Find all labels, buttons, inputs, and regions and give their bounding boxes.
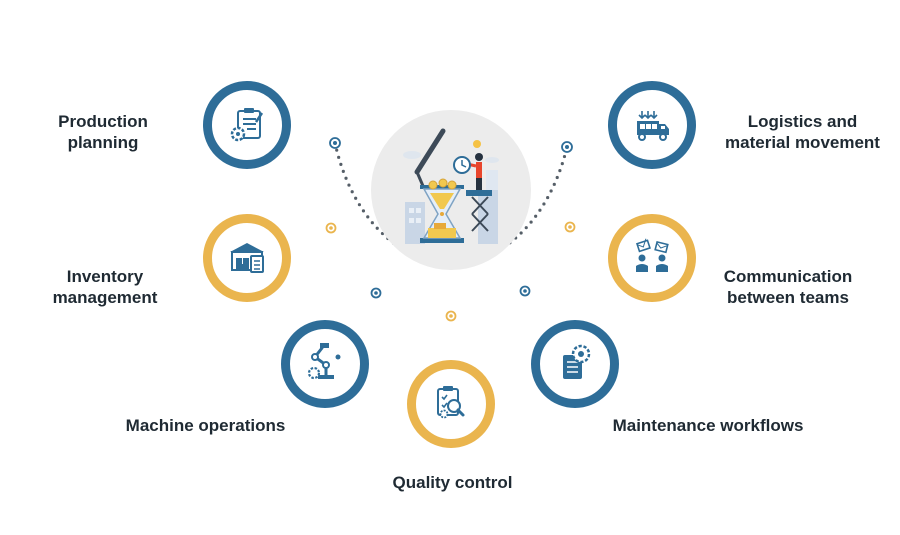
label-line: Logistics and — [747, 112, 858, 131]
maintenance-document-icon — [563, 344, 591, 379]
arc-marker-left-low — [370, 287, 382, 299]
arc-marker-left-mid — [325, 222, 337, 234]
label-line: Communication — [723, 267, 853, 286]
label-line: management — [52, 288, 158, 307]
team-communication-icon — [636, 238, 669, 272]
center-illustration — [371, 110, 531, 270]
inventory-management-node — [203, 214, 291, 302]
label-line: Production — [58, 112, 148, 131]
arc-marker-right-top — [561, 141, 573, 153]
logistics-material-movement-label: Logistics and material movement — [710, 111, 895, 153]
quality-control-label: Quality control — [380, 472, 525, 493]
logistics-material-movement-node — [608, 81, 696, 169]
dotted-arc — [333, 141, 569, 266]
arc-marker-right-mid — [564, 221, 576, 233]
label-line: Quality control — [392, 473, 513, 492]
machine-operations-label: Machine operations — [113, 415, 298, 436]
quality-control-node — [407, 360, 495, 448]
label-line: Maintenance workflows — [612, 416, 804, 435]
communication-between-teams-node — [608, 214, 696, 302]
robotic-arm-icon — [307, 343, 341, 380]
production-planning-label: Production planning — [48, 111, 158, 153]
production-planning-node — [203, 81, 291, 169]
arc-marker-right-low — [519, 285, 531, 297]
warehouse-inventory-icon — [230, 243, 264, 273]
label-line: Inventory — [66, 267, 144, 286]
quality-check-icon — [437, 386, 465, 419]
maintenance-workflows-label: Maintenance workflows — [598, 415, 818, 436]
maintenance-workflows-node — [531, 320, 619, 408]
label-line: Machine operations — [125, 416, 286, 435]
label-line: material movement — [725, 133, 880, 152]
communication-between-teams-label: Communication between teams — [712, 266, 864, 308]
label-line: planning — [67, 133, 139, 152]
clipboard-gear-icon — [230, 108, 264, 142]
arc-marker-bottom — [445, 310, 457, 322]
delivery-truck-icon — [637, 111, 669, 141]
inventory-management-label: Inventory management — [40, 266, 170, 308]
label-line: between teams — [727, 288, 849, 307]
machine-operations-node — [281, 320, 369, 408]
arc-marker-left-top — [329, 137, 341, 149]
